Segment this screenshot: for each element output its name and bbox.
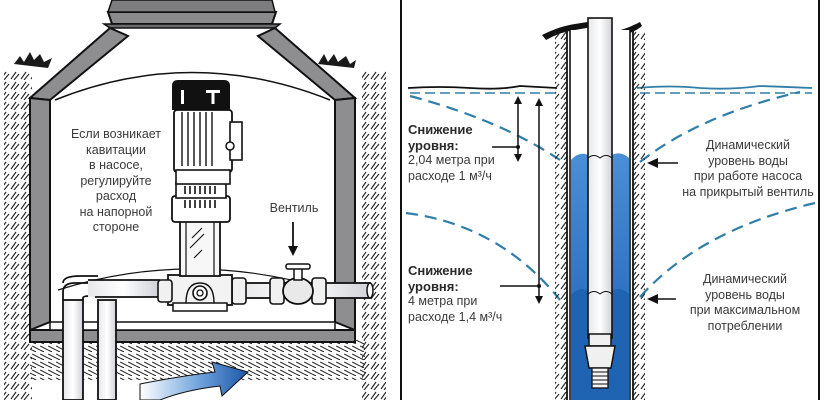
dynamic-level-line: при работе насоса (693, 169, 803, 183)
dynamic-level-line: Динамический (702, 272, 788, 286)
drawdown-arrow-1 (492, 96, 522, 162)
drawdown-value: 4 метра при (408, 294, 478, 308)
drawdown-heading: Снижение (408, 122, 473, 137)
dynamic-level-line: Динамический (705, 138, 791, 152)
suction-pipe (62, 275, 160, 400)
pointer-arrow-1 (647, 158, 678, 168)
valve-label: Вентиль (269, 201, 319, 215)
note-line: Если возникает (70, 127, 162, 141)
pointer-arrow-2 (647, 294, 676, 304)
cavitation-note: Если возникает кавитации в насосе, регул… (56, 127, 176, 236)
drawdown-heading: Снижение (408, 263, 473, 278)
drawdown-value: 2,04 метра при (408, 153, 495, 167)
dynamic-level-line: уровень воды (708, 153, 788, 168)
drawdown-label-2: Снижение уровня: 4 метра при расходе 1,4… (408, 263, 502, 325)
drawdown-heading: уровня: (408, 278, 459, 294)
borehole-walls (555, 28, 645, 400)
pipe-coupling (269, 277, 285, 305)
right-panel (405, 17, 816, 400)
note-line: в насосе, (89, 158, 143, 172)
note-line: на напорной (79, 204, 153, 219)
note-line: регулируйте (80, 173, 152, 188)
drawdown-curve-2 (405, 201, 816, 301)
valve-arrow-icon (288, 222, 298, 256)
drawdown-label-1: Снижение уровня: 2,04 метра при расходе … (408, 122, 495, 184)
pipe-coupling (311, 277, 327, 305)
pipe-coupling (231, 277, 247, 305)
dynamic-level-label-1: Динамический уровень воды при работе нас… (676, 138, 820, 200)
drawdown-curve-1 (409, 90, 801, 163)
left-panel (4, 0, 386, 400)
dynamic-level-line: на прикрытый вентиль (682, 184, 814, 199)
drop-pipe (587, 17, 613, 339)
flow-arrow-icon (139, 361, 249, 400)
dynamic-level-label-2: Динамический уровень воды при максимальн… (676, 272, 814, 334)
note-line: стороне (92, 220, 140, 234)
dynamic-level-line: при максимальном (689, 303, 801, 317)
drawdown-arrow-2 (500, 98, 543, 304)
soil-left (4, 52, 386, 400)
pump (157, 80, 243, 312)
drawdown-flow: расходе 1 м³/ч (408, 168, 492, 183)
pump-inlet-coupling (157, 279, 173, 303)
note-line: кавитации (86, 142, 146, 157)
valve (282, 263, 314, 305)
submersible-pump (584, 333, 616, 389)
static-water-level (407, 85, 813, 94)
pressure-pipe (231, 222, 374, 305)
casing (569, 17, 631, 400)
drawdown-flow: расходе 1,4 м³/ч (408, 309, 503, 324)
note-line: расход (95, 189, 137, 203)
dynamic-level-line: потреблении (707, 318, 783, 333)
drawdown-heading: уровня: (408, 137, 459, 153)
dynamic-level-line: уровень воды (705, 287, 785, 302)
